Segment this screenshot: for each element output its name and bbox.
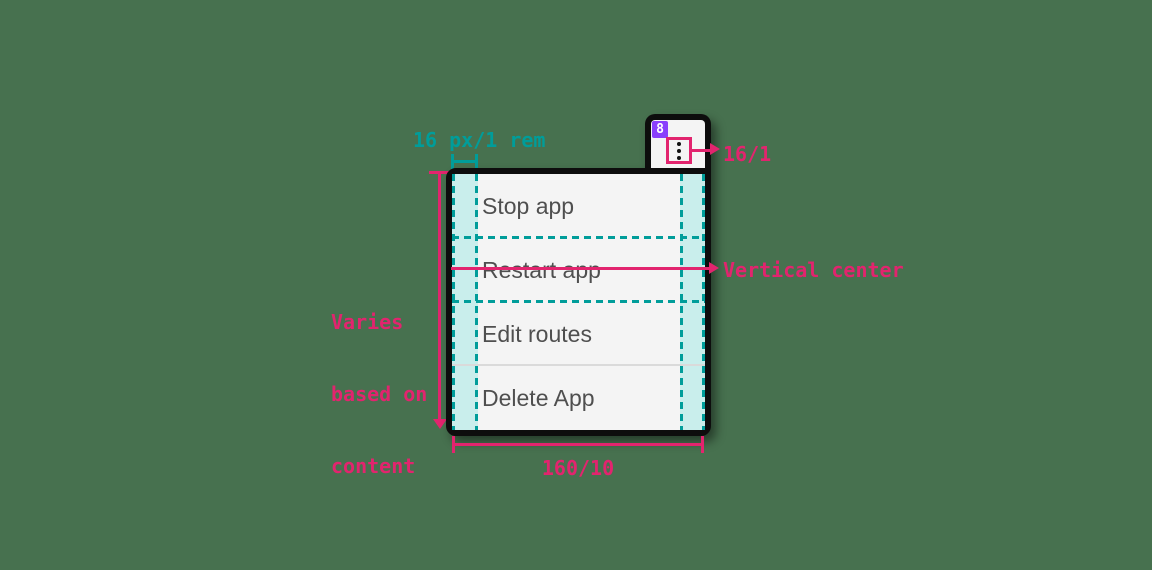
overflow-menu-panel: Stop app Restart app Edit routes Delete … xyxy=(446,168,711,436)
bracket-end-cap xyxy=(701,436,704,453)
icon-measurement-box xyxy=(666,137,692,164)
arrow-right-icon xyxy=(709,262,719,274)
item-boundary-guide-line xyxy=(452,300,705,303)
menu-item-edit-routes[interactable]: Edit routes xyxy=(452,302,705,366)
width-measurement-label: 160/10 xyxy=(541,456,615,480)
arrow-down-icon xyxy=(433,419,447,429)
height-varies-label: Varies based on content xyxy=(331,262,427,526)
kebab-icon xyxy=(677,155,681,160)
bracket-line xyxy=(452,443,704,446)
kebab-icon xyxy=(677,141,681,146)
menu-divider xyxy=(452,364,705,366)
height-varies-line-2: based on xyxy=(331,382,428,406)
padding-measurement-bracket xyxy=(451,154,478,169)
menu-item-delete-app[interactable]: Delete App xyxy=(452,366,705,430)
menu-item-stop-app[interactable]: Stop app xyxy=(452,174,705,238)
padding-measurement-label: 16 px/1 rem xyxy=(413,128,546,152)
icon-size-label: 16/1 xyxy=(723,142,772,166)
overflow-menu-button[interactable]: 8 xyxy=(645,114,711,174)
kebab-icon xyxy=(677,148,681,153)
menu-item-restart-app[interactable]: Restart app xyxy=(452,238,705,302)
item-boundary-guide-line xyxy=(452,236,705,239)
measure-line xyxy=(438,171,441,423)
spacing-token-badge: 8 xyxy=(652,121,668,138)
menu-item-label: Stop app xyxy=(482,192,575,219)
overflow-menu-inner: Stop app Restart app Edit routes Delete … xyxy=(452,174,705,430)
menu-item-label: Edit routes xyxy=(482,320,592,347)
menu-item-label: Delete App xyxy=(482,384,595,411)
height-varies-line-3: content xyxy=(331,454,416,478)
icon-size-callout-line xyxy=(692,149,711,152)
width-measurement-bracket xyxy=(452,436,704,453)
arrow-right-icon xyxy=(710,143,720,155)
bracket-line xyxy=(451,160,478,163)
bracket-end-cap xyxy=(475,154,478,169)
height-varies-line-1: Varies xyxy=(331,310,404,334)
height-measurement-line xyxy=(429,171,450,429)
overflow-menu-component: 8 Stop app Re xyxy=(446,114,711,436)
vertical-center-line xyxy=(451,267,710,270)
menu-item-label: Restart app xyxy=(482,257,601,284)
vertical-center-label: Vertical center xyxy=(723,258,904,282)
